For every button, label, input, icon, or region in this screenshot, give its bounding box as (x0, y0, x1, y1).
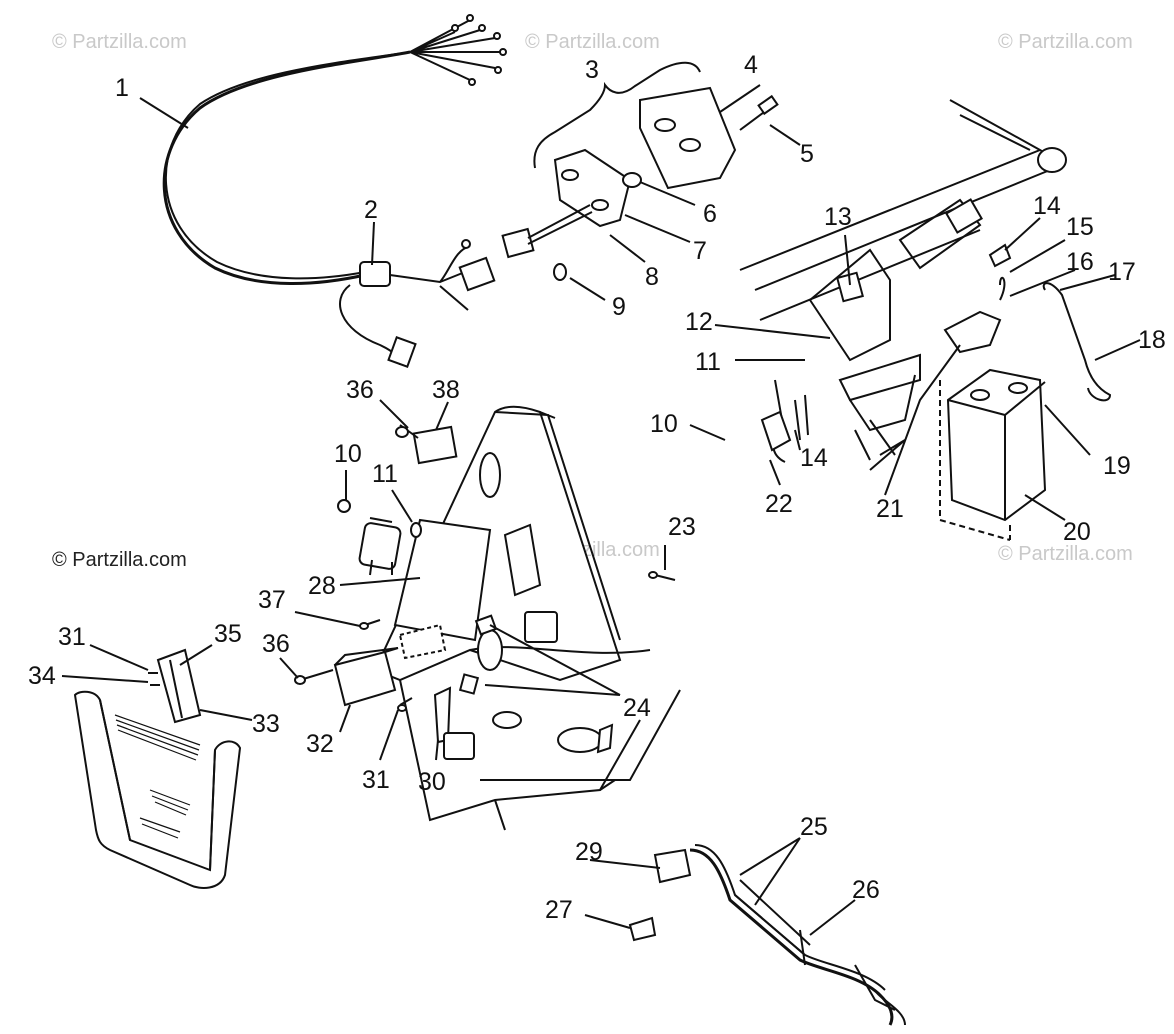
callout-23: 23 (668, 513, 696, 541)
callout-19: 19 (1103, 452, 1131, 480)
watermark-dark: © Partzilla.com (52, 549, 187, 571)
callout-13: 13 (824, 203, 852, 231)
callout-9: 9 (612, 293, 626, 321)
callout-32: 32 (306, 730, 334, 758)
callout-1: 1 (115, 74, 129, 102)
callout-37: 37 (258, 586, 286, 614)
callout-labels: 1 2 3 4 5 6 7 8 9 10 11 12 13 14 15 16 1… (28, 51, 1166, 924)
callout-36b: 36 (262, 630, 290, 658)
watermark: © Partzilla.com (52, 31, 187, 53)
mounting-panel (373, 405, 681, 831)
callout-20: 20 (1063, 518, 1091, 546)
callout-29: 29 (575, 838, 603, 866)
callout-36: 36 (346, 376, 374, 404)
frame-section (739, 99, 1067, 471)
leader-lines (61, 84, 1141, 936)
callout-5: 5 (800, 140, 814, 168)
callout-14b: 14 (800, 444, 828, 472)
callout-7: 7 (693, 237, 707, 265)
callout-4: 4 (744, 51, 758, 79)
callout-6: 6 (703, 200, 717, 228)
tail-light-assembly (501, 61, 779, 281)
callout-31: 31 (58, 623, 86, 651)
battery (939, 243, 1112, 541)
wire-harness (162, 14, 507, 368)
lower-harness (628, 844, 906, 1026)
callout-30: 30 (418, 768, 446, 796)
callout-16: 16 (1066, 248, 1094, 276)
callout-15: 15 (1066, 213, 1094, 241)
callout-10b: 10 (334, 440, 362, 468)
callout-21: 21 (876, 495, 904, 523)
callout-27: 27 (545, 896, 573, 924)
callout-3: 3 (585, 56, 599, 84)
watermark: © Partzilla.com (998, 31, 1133, 53)
callout-12: 12 (685, 308, 713, 336)
callout-17: 17 (1108, 258, 1136, 286)
callout-24: 24 (623, 694, 651, 722)
callout-8: 8 (645, 263, 659, 291)
callout-28: 28 (308, 572, 336, 600)
callout-31b: 31 (362, 766, 390, 794)
watermark: © Partzilla.com (525, 31, 660, 53)
callout-25: 25 (800, 813, 828, 841)
callout-33: 33 (252, 710, 280, 738)
mud-flap (73, 648, 242, 889)
callout-26: 26 (852, 876, 880, 904)
callout-35: 35 (214, 620, 242, 648)
callout-34: 34 (28, 662, 56, 690)
callout-11b: 11 (372, 460, 398, 488)
callout-10: 10 (650, 410, 678, 438)
watermark: © Partzilla.com (998, 543, 1133, 565)
electrical-components (294, 424, 676, 760)
callout-14: 14 (1033, 192, 1061, 220)
callout-11: 11 (695, 348, 721, 376)
callout-18: 18 (1138, 326, 1166, 354)
callout-38: 38 (432, 376, 460, 404)
callout-22: 22 (765, 490, 793, 518)
callout-2: 2 (364, 196, 378, 224)
